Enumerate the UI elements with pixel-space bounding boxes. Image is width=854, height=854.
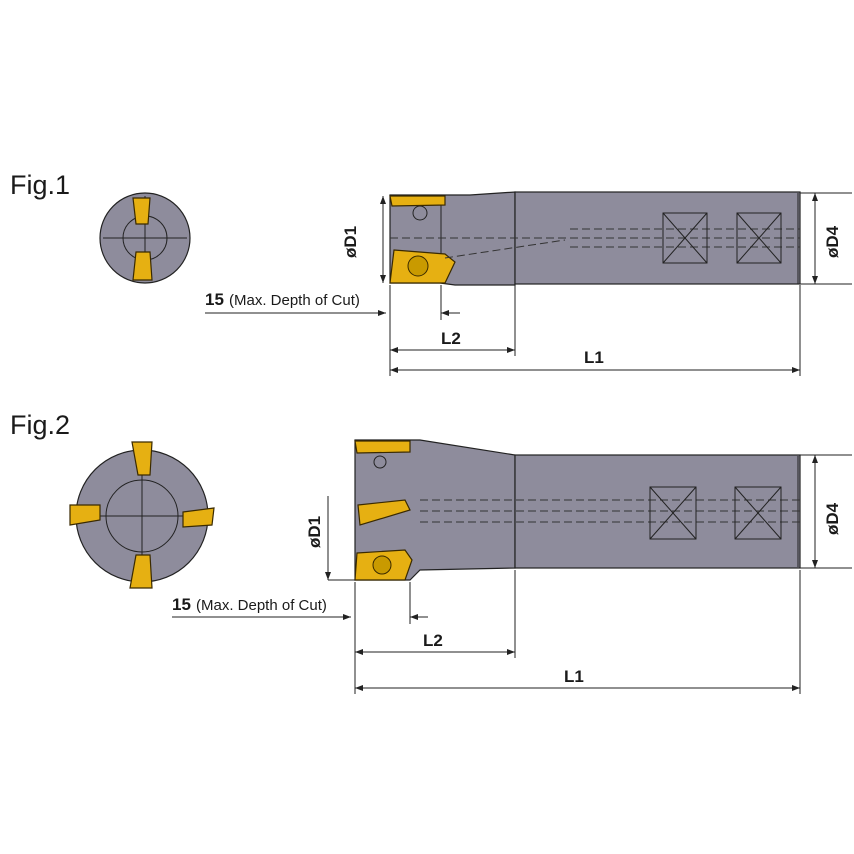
insert-icon — [357, 499, 411, 526]
insert-icon — [129, 554, 153, 589]
insert-icon — [131, 441, 153, 476]
figure-1: Fig.1 øD1 øD4 — [10, 170, 852, 376]
fig2-depth-note: (Max. Depth of Cut) — [196, 597, 327, 614]
wrench-flat-icon — [662, 212, 708, 264]
fig1-end-view — [99, 192, 191, 284]
fig2-l1-label: L1 — [564, 667, 584, 686]
fig2-side-view — [354, 439, 801, 581]
fig2-d1-label: øD1 — [305, 516, 324, 548]
fig1-d4-label: øD4 — [823, 225, 842, 258]
fig1-l2-label: L2 — [441, 329, 461, 348]
fig1-side-view — [389, 191, 801, 286]
figure-2: Fig.2 øD1 — [10, 410, 852, 694]
fig1-d1-label: øD1 — [341, 226, 360, 258]
fig2-d4-label: øD4 — [823, 502, 842, 535]
insert-icon — [182, 507, 215, 528]
insert-icon — [132, 251, 153, 281]
fig1-depth-value: 15 — [205, 290, 224, 309]
fig1-depth-note: (Max. Depth of Cut) — [229, 292, 360, 309]
wrench-flat-icon — [649, 486, 697, 540]
fig2-l2-label: L2 — [423, 631, 443, 650]
insert-icon — [69, 504, 101, 526]
insert-icon — [389, 195, 446, 207]
fig2-title: Fig.2 — [10, 410, 70, 440]
wrench-flat-icon — [734, 486, 782, 540]
fig2-depth-value: 15 — [172, 595, 191, 614]
insert-icon — [132, 197, 151, 225]
insert-icon — [354, 440, 411, 454]
wrench-flat-icon — [736, 212, 782, 264]
fig1-l1-label: L1 — [584, 348, 604, 367]
fig1-title: Fig.1 — [10, 170, 70, 200]
fig2-end-view — [69, 441, 215, 589]
